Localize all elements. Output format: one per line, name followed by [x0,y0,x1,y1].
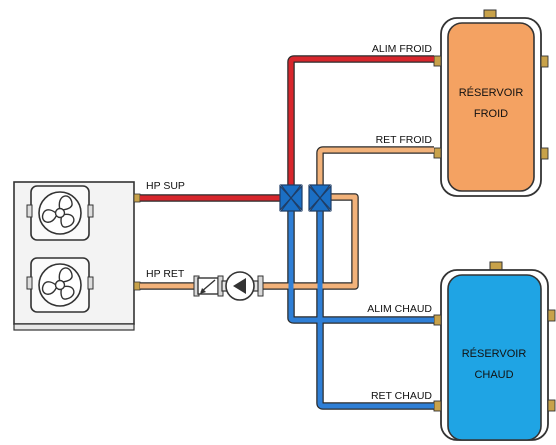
hp-return-loop-pipe [262,194,358,289]
fitting-icon [133,281,141,291]
cold-tank-label-line2: FROID [474,108,508,120]
three-way-valve-icon [308,184,332,212]
hp-ret-label: HP RET [146,268,185,280]
cold-tank-body [447,22,535,192]
fan-icon [38,191,82,235]
hp-sup-label: HP SUP [146,180,185,192]
alim-chaud-label: ALIM CHAUD [367,303,432,315]
cold-tank: RÉSERVOIR FROID [433,9,549,197]
hot-supply-pipe [288,206,434,323]
hot-tank: RÉSERVOIR CHAUD [433,261,556,441]
ret-froid-label: RET FROID [376,134,433,146]
cold-supply-pipe [288,56,434,190]
cold-return-pipe [317,147,434,186]
heat-pump-unit [13,181,141,331]
three-way-valve-icon [279,184,303,212]
circulator-pump-icon [217,271,264,301]
ret-chaud-label: RET CHAUD [371,390,432,402]
hot-tank-body [447,274,542,441]
fan-icon [38,263,82,307]
check-valve-icon [193,275,219,297]
fitting-icon [133,193,141,203]
cold-tank-label-line1: RÉSERVOIR [459,86,524,99]
hot-tank-label-line2: CHAUD [474,369,513,381]
hot-return-pipe [317,206,434,409]
alim-froid-label: ALIM FROID [372,43,433,55]
hot-tank-label-line1: RÉSERVOIR [462,347,527,360]
